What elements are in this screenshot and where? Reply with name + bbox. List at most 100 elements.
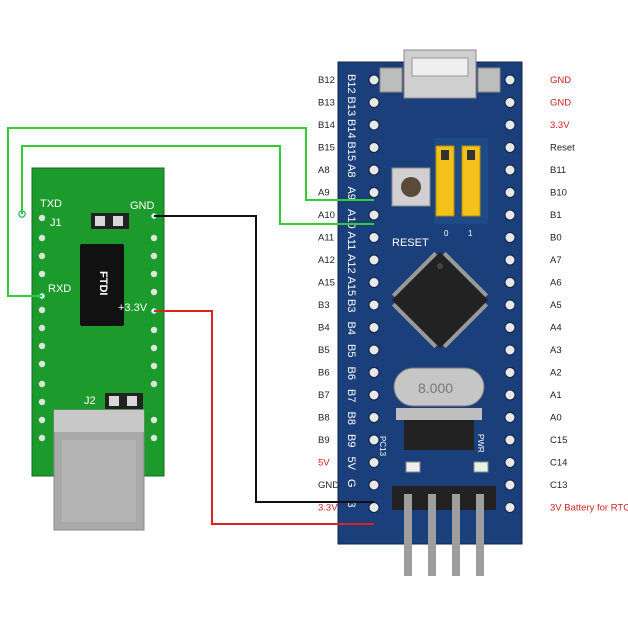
stm32-left-pin-hole <box>368 232 380 243</box>
stm32-left-pin-hole <box>368 187 380 198</box>
stm32-right-pin-label: B0 <box>550 233 562 244</box>
stm32-left-pin-hole <box>368 277 380 288</box>
wire-3v3-to-3v3 <box>154 310 374 525</box>
stm32-right-silk-label: G <box>527 97 539 106</box>
ftdi-3v3-label: +3.3V <box>118 302 148 314</box>
stm32-right-pin-hole <box>504 209 516 221</box>
stm32-left-pin-label: A12 <box>318 255 335 266</box>
stm32-left-pin-hole <box>368 344 380 356</box>
stm32-right-pin-label: A5 <box>550 300 562 311</box>
stm32-right-silk-label: R <box>527 142 539 150</box>
stm32-right-pin-label: A3 <box>550 345 562 356</box>
stm32-left-pin-hole <box>368 389 380 401</box>
stm32-left-pin-hole <box>368 209 380 221</box>
stm32-left-silk-label: A8 <box>345 164 357 177</box>
stm32-left-silk-label: B14 <box>345 119 357 139</box>
stm32-mcu <box>391 251 489 349</box>
boot-jumpers: 0 1 <box>434 138 488 238</box>
stm32-left-silk-label: A10 <box>345 209 357 229</box>
stm32-right-silk-label: B11 <box>527 164 539 183</box>
wire-gnd-to-gnd <box>154 215 374 503</box>
pc13-led <box>405 461 421 473</box>
stm32-right-pin-labels: GNDGND3.3VResetB11B10B1B0A7A6A5A4A3A2A1A… <box>550 75 628 514</box>
stm32-left-pin-label: B9 <box>318 435 330 446</box>
stm32-right-silk-label: B1 <box>527 209 539 222</box>
stm32-right-silk-label: A6 <box>527 277 539 290</box>
stm32-left-silk-label: G <box>345 479 357 488</box>
stm32-left-silk-label: 5V <box>345 457 357 471</box>
stm32-right-pin-hole <box>504 119 516 131</box>
stm32-left-silk-label: B6 <box>345 367 357 380</box>
stm32-left-pin-hole <box>368 74 380 86</box>
stm32-left-silk-label: A9 <box>345 187 357 200</box>
stm32-right-pin-hole <box>504 434 516 446</box>
stm32-left-silk-label: B15 <box>345 142 357 162</box>
stm32-left-pin-label: B4 <box>318 323 330 334</box>
stm32-right-pin-label: A2 <box>550 368 562 379</box>
svg-text:0: 0 <box>444 229 449 238</box>
stm32-left-silk-label: A15 <box>345 277 357 297</box>
stm32-right-silk-label: A7 <box>527 254 539 267</box>
programming-header <box>392 486 496 576</box>
stm32-left-pin-label: A10 <box>318 210 335 221</box>
stm32-right-pin-label: B10 <box>550 188 567 199</box>
stm32-right-pin-hole <box>504 479 516 491</box>
stm32-left-pin-hole <box>368 322 380 333</box>
ftdi-right-pin-holes <box>150 234 158 442</box>
ftdi-chip <box>80 244 124 326</box>
svg-text:PWR: PWR <box>476 434 485 453</box>
ftdi-chip-logo: FTDI <box>97 271 109 295</box>
ftdi-left-pin-holes <box>38 214 46 442</box>
stm32-right-silk-label: A1 <box>527 389 539 402</box>
stm32-right-pin-hole <box>504 97 516 108</box>
stm32-right-pin-label: A7 <box>550 255 562 266</box>
stm32-left-silk-label: A12 <box>345 254 357 274</box>
stm32-right-silk-label: A4 <box>527 322 539 335</box>
stm32-right-silk-label: C13 <box>527 479 539 499</box>
stm32-left-pin-label: GND <box>318 480 339 491</box>
stm32-right-pin-label: A4 <box>550 323 562 334</box>
stm32-left-silk-label: B13 <box>345 97 357 117</box>
stm32-left-pin-hole <box>368 142 380 153</box>
stm32-right-silk-label: G <box>527 74 539 83</box>
stm32-left-pin-hole <box>368 299 380 311</box>
stm32-left-pin-hole <box>368 412 380 423</box>
stm32-left-pin-label: A9 <box>318 188 330 199</box>
stm32-right-silk-label: C15 <box>527 434 539 454</box>
stm32-right-pin-hole <box>504 74 516 86</box>
stm32-right-pin-label: B11 <box>550 165 566 176</box>
stm32-left-pin-hole <box>368 164 380 176</box>
stm32-right-pin-hole <box>504 164 516 176</box>
stm32-right-pin-hole <box>504 277 516 288</box>
stm32-left-pin-hole <box>368 502 380 513</box>
stm32-right-pin-hole <box>504 322 516 333</box>
svg-text:1: 1 <box>468 229 473 238</box>
stm32-right-silk-label: B10 <box>527 187 539 207</box>
stm32-left-silk-label: 3 <box>345 502 357 508</box>
pwr-led <box>473 461 489 473</box>
stm32-right-pin-label: C13 <box>550 480 567 491</box>
stm32-left-pin-label: B8 <box>318 413 330 424</box>
stm32-right-silk-label: A3 <box>527 344 539 357</box>
stm32-left-pin-label: B3 <box>318 300 330 311</box>
crystal-label: 8.000 <box>418 380 453 396</box>
stm32-left-pin-label: B5 <box>318 345 330 356</box>
ftdi-j2-label: J2 <box>84 395 96 407</box>
stm32-right-pin-hole <box>504 142 516 153</box>
stm32-right-pin-hole <box>504 367 516 378</box>
stm32-right-silk-label: VB <box>527 502 539 517</box>
stm32-left-pin-hole <box>368 119 380 131</box>
stm32-right-silk-label: B0 <box>527 232 539 245</box>
wires <box>7 127 374 525</box>
stm32-left-pin-hole <box>368 367 380 378</box>
stm32-right-pin-hole <box>504 254 516 266</box>
stm32-left-silk-label: A11 <box>345 232 357 251</box>
stm32-right-pin-hole <box>504 187 516 198</box>
stm32-right-pin-label: 3.3V <box>550 120 570 131</box>
stm32-right-pin-hole <box>504 344 516 356</box>
stm32-right-pin-label: A0 <box>550 413 562 424</box>
ftdi-gnd-label: GND <box>130 200 155 212</box>
stm32-right-pin-hole <box>504 389 516 401</box>
stm32-right-pin-hole <box>504 299 516 311</box>
